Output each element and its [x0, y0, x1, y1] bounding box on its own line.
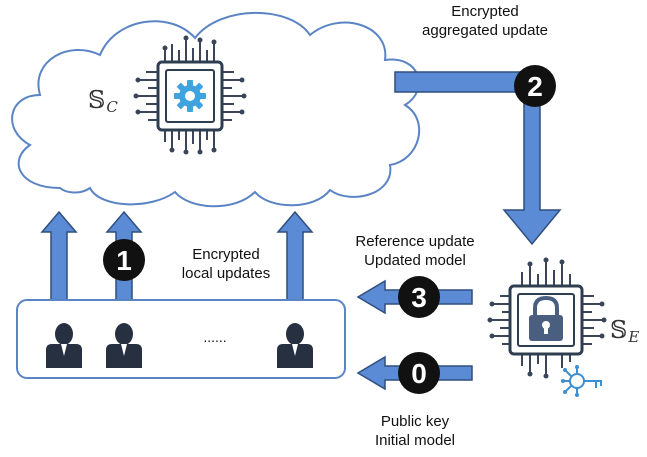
step-badge-0: 0 [398, 352, 440, 394]
aggregated-update-arrow [394, 71, 562, 246]
server-c-symbol: 𝕊 [88, 86, 106, 114]
server-c-label: 𝕊C [88, 86, 118, 116]
upload-arrow-right [276, 210, 314, 301]
reference-update-label: Reference update Updated model [355, 233, 475, 269]
clients-box [16, 299, 346, 379]
step-badge-3: 3 [398, 276, 440, 318]
step-badge-2: 2 [514, 65, 556, 107]
cpu-chip-lock-icon [487, 257, 607, 379]
upload-arrow-left [40, 210, 78, 301]
key-icon [564, 368, 602, 394]
server-e-symbol: 𝕊 [610, 316, 628, 344]
lock-icon [529, 295, 563, 341]
public-key-label: Public key Initial model [374, 413, 456, 449]
cpu-chip-gear-icon [133, 35, 247, 155]
server-c-subscript: C [106, 98, 118, 116]
step-badge-1: 1 [103, 239, 145, 281]
svg-text:1: 1 [116, 245, 132, 276]
server-e-subscript: E [628, 328, 640, 346]
svg-text:3: 3 [411, 282, 427, 313]
encrypted-local-updates-label: Encrypted local updates [181, 246, 271, 282]
clients-ellipsis: ...... [203, 329, 227, 345]
svg-text:0: 0 [411, 358, 427, 389]
server-e-label: 𝕊E [610, 316, 639, 346]
svg-text:2: 2 [527, 71, 543, 102]
encrypted-aggregated-update-label: Encrypted aggregated update [422, 3, 548, 39]
gear-icon [174, 80, 206, 112]
